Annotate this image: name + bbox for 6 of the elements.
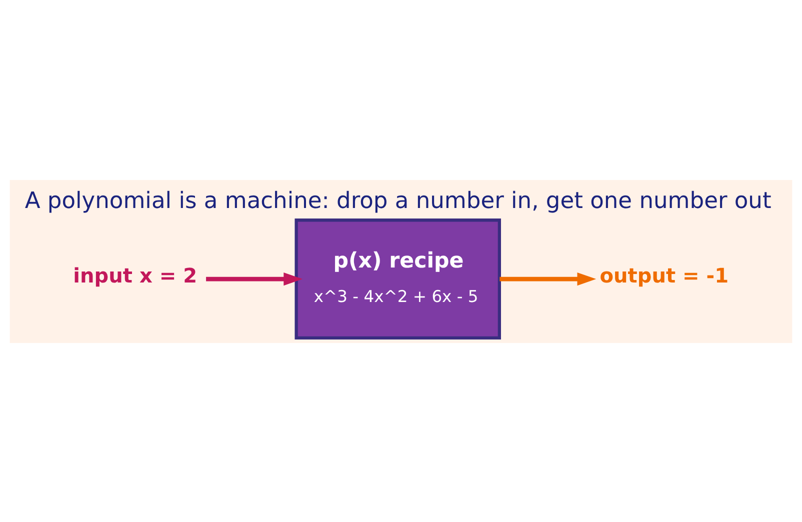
arrow <box>206 272 303 286</box>
diagram-title: A polynomial is a machine: drop a number in, get one number out <box>24 188 772 214</box>
node-text: input x = 2 <box>73 263 198 288</box>
arrow <box>500 272 596 286</box>
node-text: output = -1 <box>600 263 729 288</box>
node-box: p(x) recipe x^3 - 4x^2 + 6x - 5 <box>294 218 501 340</box>
